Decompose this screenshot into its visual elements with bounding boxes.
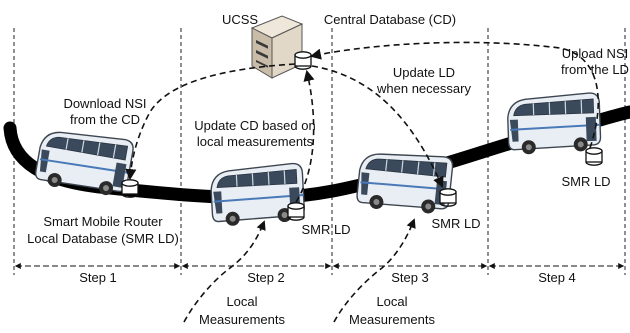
arrow-update-ld [311, 65, 444, 189]
smr-ld-disk-1 [121, 179, 139, 198]
step-4-label: Step 4 [538, 270, 576, 285]
step-3-label: Step 3 [391, 270, 429, 285]
ucss-label: UCSS [222, 12, 258, 27]
upload-nsi-label-line2: from the LD [561, 62, 629, 77]
bus-4 [505, 91, 603, 156]
smr-ld-disk-4 [585, 147, 603, 166]
update-ld-label-line1: Update LD [393, 65, 455, 80]
download-nsi-label-line2: from the CD [70, 112, 140, 127]
arrow-upload-nsi [309, 41, 600, 149]
central-database-icon [294, 51, 312, 70]
smr-title-line2: Local Database (SMR LD) [27, 231, 179, 246]
smr-ld-label-3: SMR LD [431, 216, 480, 231]
local-measurements-2-line1: Local [376, 294, 407, 309]
server-icon [250, 15, 304, 79]
update-cd-label-line2: local measurements [197, 134, 314, 149]
smr-ld-label-2: SMR LD [301, 222, 350, 237]
step-separators [13, 28, 626, 275]
arrow-update-cd [295, 69, 315, 203]
local-measurements-2-line2: Measurements [349, 312, 435, 327]
local-measurements-1-line1: Local [226, 294, 257, 309]
smr-ld-label-4: SMR LD [561, 174, 610, 189]
step-1-label: Step 1 [79, 270, 117, 285]
upload-nsi-label-line1: Upload NSI [562, 46, 628, 61]
arrow-download-nsi [125, 63, 296, 181]
central-database-label: Central Database (CD) [324, 12, 456, 27]
smr-ld-disk-2 [287, 202, 305, 221]
local-measurements-1-line2: Measurements [199, 312, 285, 327]
bus-3 [354, 147, 455, 218]
step-2-label: Step 2 [247, 270, 285, 285]
update-cd-label-line1: Update CD based on [194, 118, 315, 133]
update-ld-label-line2: when necessary [376, 81, 471, 96]
smr-title-line1: Smart Mobile Router [43, 214, 163, 229]
download-nsi-label-line1: Download NSI [63, 96, 146, 111]
smr-ld-disk-3 [439, 188, 457, 207]
